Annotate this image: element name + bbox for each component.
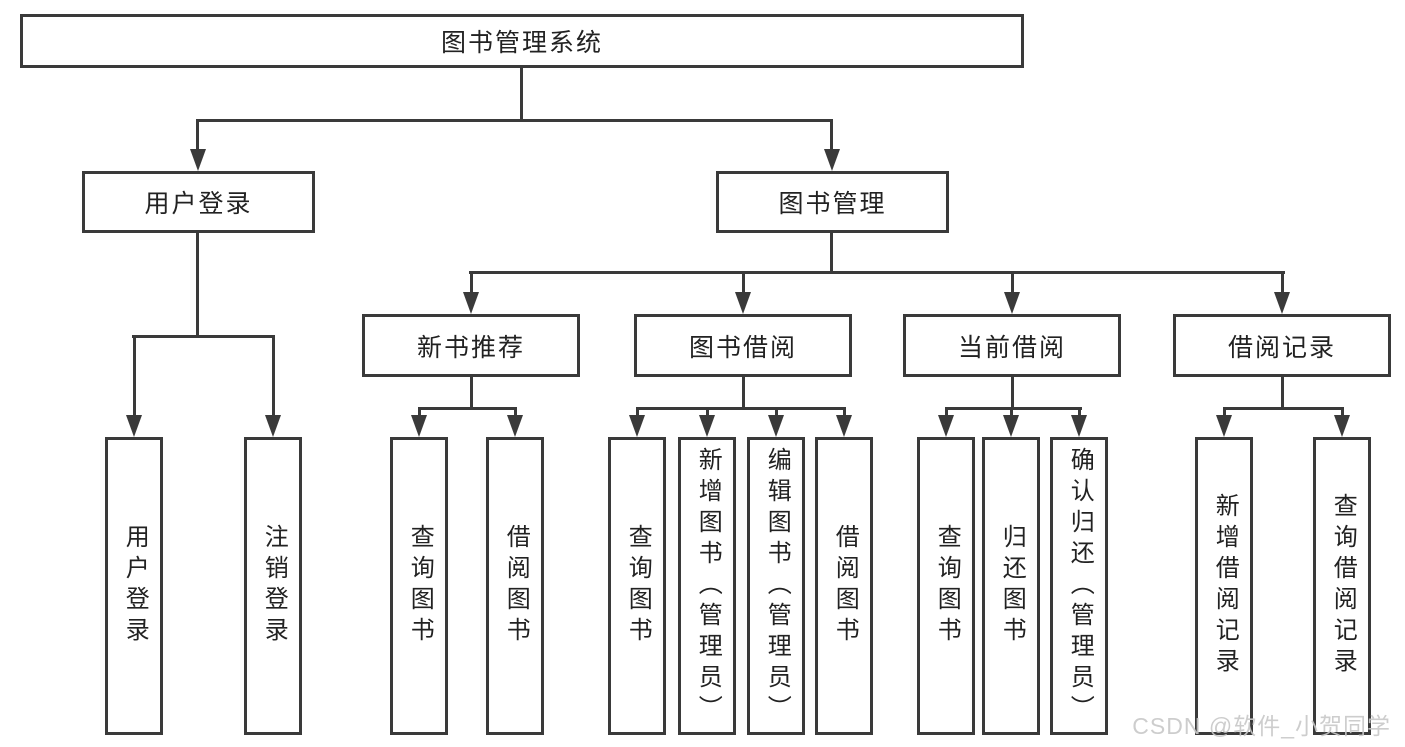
node-new-book-recommend: 新书推荐 (362, 314, 580, 377)
node-borrow-records: 借阅记录 (1173, 314, 1391, 377)
arrow-down-icon (507, 415, 523, 437)
connector-drop-current-borrow (1011, 271, 1014, 295)
node-user-login-leaf: 用户登录 (105, 437, 163, 735)
node-label: 注销登录 (260, 524, 288, 648)
arrow-down-icon (1274, 292, 1290, 314)
node-query-books-borrow: 查询图书 (608, 437, 666, 735)
connector-records-split (1223, 407, 1344, 410)
connector-user-login-split (132, 335, 275, 338)
arrow-down-icon (938, 415, 954, 437)
node-label: 借阅图书 (502, 524, 530, 648)
node-label: 查询图书 (406, 524, 434, 648)
connector-drop (636, 407, 639, 418)
node-label: 图书借阅 (688, 333, 797, 362)
arrow-down-icon (1216, 415, 1232, 437)
connector-drop-user-login (196, 119, 199, 151)
connector-recommend-split (418, 407, 517, 410)
node-borrow-books-recommend: 借阅图书 (486, 437, 544, 735)
arrow-down-icon (824, 149, 840, 171)
arrow-down-icon (1003, 415, 1019, 437)
arrow-down-icon (1334, 415, 1350, 437)
node-user-login: 用户登录 (82, 171, 315, 233)
arrow-down-icon (463, 292, 479, 314)
csdn-watermark: CSDN @软件_小贺同学 (1132, 713, 1391, 739)
connector-root-stub (520, 66, 523, 122)
arrow-down-icon (411, 415, 427, 437)
arrow-down-icon (699, 415, 715, 437)
connector-drop (775, 407, 778, 418)
connector-book-management-stub (830, 231, 833, 274)
node-label: 用户登录 (121, 524, 149, 648)
node-query-borrow-record: 查询借阅记录 (1313, 437, 1371, 735)
node-confirm-return-admin: 确认归还（管理员） (1050, 437, 1108, 735)
node-label: 编辑图书（管理员） (763, 446, 791, 726)
connector-borrow-stub (742, 375, 745, 410)
node-label: 查询图书 (624, 524, 652, 648)
connector-drop (945, 407, 948, 418)
node-add-book-admin: 新增图书（管理员） (678, 437, 736, 735)
node-query-books-recommend: 查询图书 (390, 437, 448, 735)
connector-drop-book-borrow (742, 271, 745, 295)
node-label: 当前借阅 (957, 333, 1066, 362)
arrow-down-icon (735, 292, 751, 314)
node-root: 图书管理系统 (20, 14, 1024, 68)
connector-drop (843, 407, 846, 418)
connector-book-management-split (469, 271, 1285, 274)
connector-records-stub (1281, 375, 1284, 410)
connector-drop-book-management (830, 119, 833, 151)
arrow-down-icon (265, 415, 281, 437)
arrow-down-icon (126, 415, 142, 437)
node-label: 确认归还（管理员） (1066, 446, 1094, 726)
node-label: 新增图书（管理员） (694, 446, 722, 726)
node-book-borrow: 图书借阅 (634, 314, 852, 377)
arrow-down-icon (768, 415, 784, 437)
connector-drop-borrow-records (1281, 271, 1284, 295)
node-label: 新增借阅记录 (1211, 493, 1239, 679)
connector-drop (418, 407, 421, 418)
node-label: 新书推荐 (416, 333, 525, 362)
node-label: 归还图书 (998, 524, 1026, 648)
arrow-down-icon (629, 415, 645, 437)
connector-user-login-stub (196, 231, 199, 338)
arrow-down-icon (836, 415, 852, 437)
connector-drop (1078, 407, 1081, 418)
connector-recommend-stub (470, 375, 473, 410)
arrow-down-icon (190, 149, 206, 171)
node-edit-book-admin: 编辑图书（管理员） (747, 437, 805, 735)
node-logout: 注销登录 (244, 437, 302, 735)
node-label: 图书管理 (778, 190, 887, 218)
connector-root-split (196, 119, 833, 122)
node-query-books-current: 查询图书 (917, 437, 975, 735)
connector-current-split (945, 407, 1082, 410)
arrow-down-icon (1004, 292, 1020, 314)
node-label: 查询借阅记录 (1329, 493, 1357, 679)
arrow-down-icon (1071, 415, 1087, 437)
connector-borrow-split (636, 407, 846, 410)
connector-drop (706, 407, 709, 418)
node-add-borrow-record: 新增借阅记录 (1195, 437, 1253, 735)
node-label: 用户登录 (144, 190, 253, 218)
connector-drop-logout (272, 335, 275, 417)
node-book-management: 图书管理 (716, 171, 949, 233)
node-label: 借阅图书 (831, 524, 859, 648)
connector-drop-new-book (470, 271, 473, 295)
connector-drop (1223, 407, 1226, 418)
node-current-borrow: 当前借阅 (903, 314, 1121, 377)
connector-drop-user-login-leaf (133, 335, 136, 417)
connector-drop (514, 407, 517, 418)
node-borrow-books: 借阅图书 (815, 437, 873, 735)
node-root-label: 图书管理系统 (440, 29, 603, 57)
connector-drop (1341, 407, 1344, 418)
node-label: 查询图书 (933, 524, 961, 648)
node-label: 借阅记录 (1227, 333, 1336, 362)
connector-current-stub (1011, 375, 1014, 410)
connector-drop (1010, 407, 1013, 418)
node-return-books: 归还图书 (982, 437, 1040, 735)
